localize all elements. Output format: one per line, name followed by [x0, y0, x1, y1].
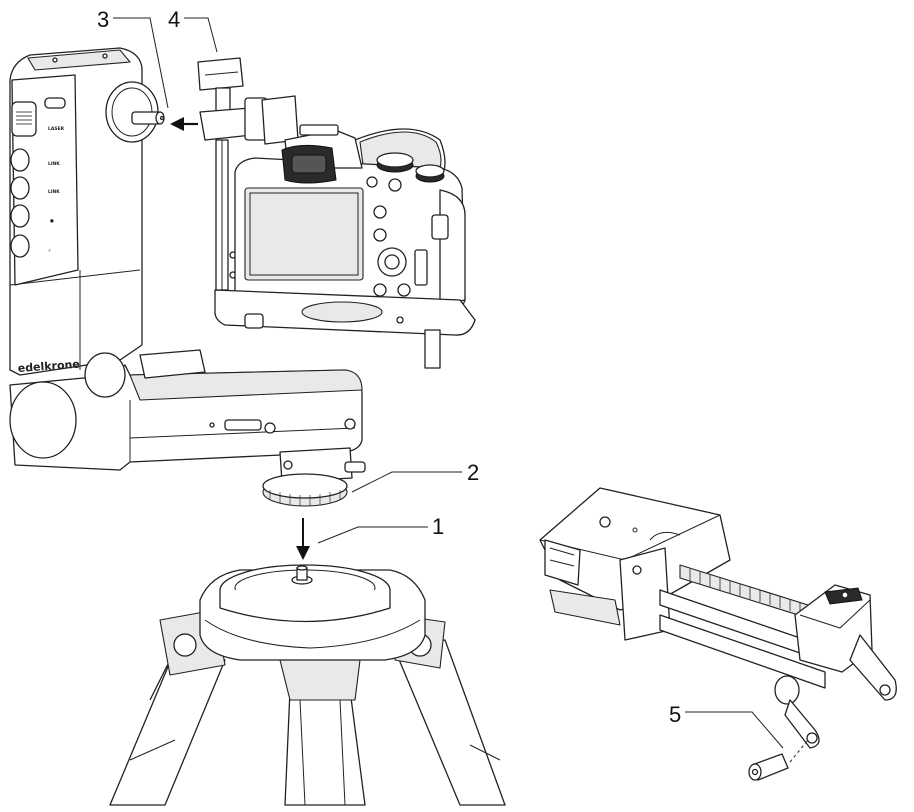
slider-rail-bottom	[659, 614, 826, 689]
callout-4: 4	[168, 7, 180, 32]
tripod-leg-left	[109, 649, 226, 806]
callout-1: 1	[432, 514, 444, 539]
tripod	[109, 564, 506, 806]
button-4[interactable]	[10, 234, 30, 258]
camera-lcd	[244, 187, 364, 281]
pan-knob[interactable]	[9, 381, 77, 459]
control-pad[interactable]	[11, 101, 37, 137]
callout-2: 2	[467, 460, 479, 485]
brand-logo: edelkrone	[17, 358, 80, 375]
button-label-link2: LINK	[48, 189, 60, 195]
button-2[interactable]	[10, 176, 30, 200]
camera-slider	[539, 487, 897, 781]
spare-pin	[748, 753, 789, 781]
attach-arrow-left	[170, 117, 198, 131]
callout-3: 3	[97, 7, 109, 32]
motorized-head: LASER LINK LINK ● ⚡ edelkrone	[9, 47, 366, 507]
tripod-leg-right	[394, 639, 506, 806]
callout-5: 5	[669, 702, 681, 727]
slider-foot-knob[interactable]	[774, 675, 800, 705]
locking-screw[interactable]	[344, 461, 366, 473]
button-3[interactable]	[10, 204, 30, 228]
button-label-camera: ●	[50, 219, 54, 224]
callouts: 3 4 2 1 5	[97, 7, 784, 749]
button-label-power: ⚡	[48, 248, 51, 254]
camera-assembly	[197, 57, 476, 369]
button-label-laser: LASER	[48, 126, 65, 132]
button-1[interactable]	[10, 148, 30, 172]
usb-port	[224, 419, 262, 431]
tripod-leg-center	[284, 689, 366, 806]
button-label-link1: LINK	[48, 161, 60, 167]
mount-arrow-down	[296, 518, 310, 560]
